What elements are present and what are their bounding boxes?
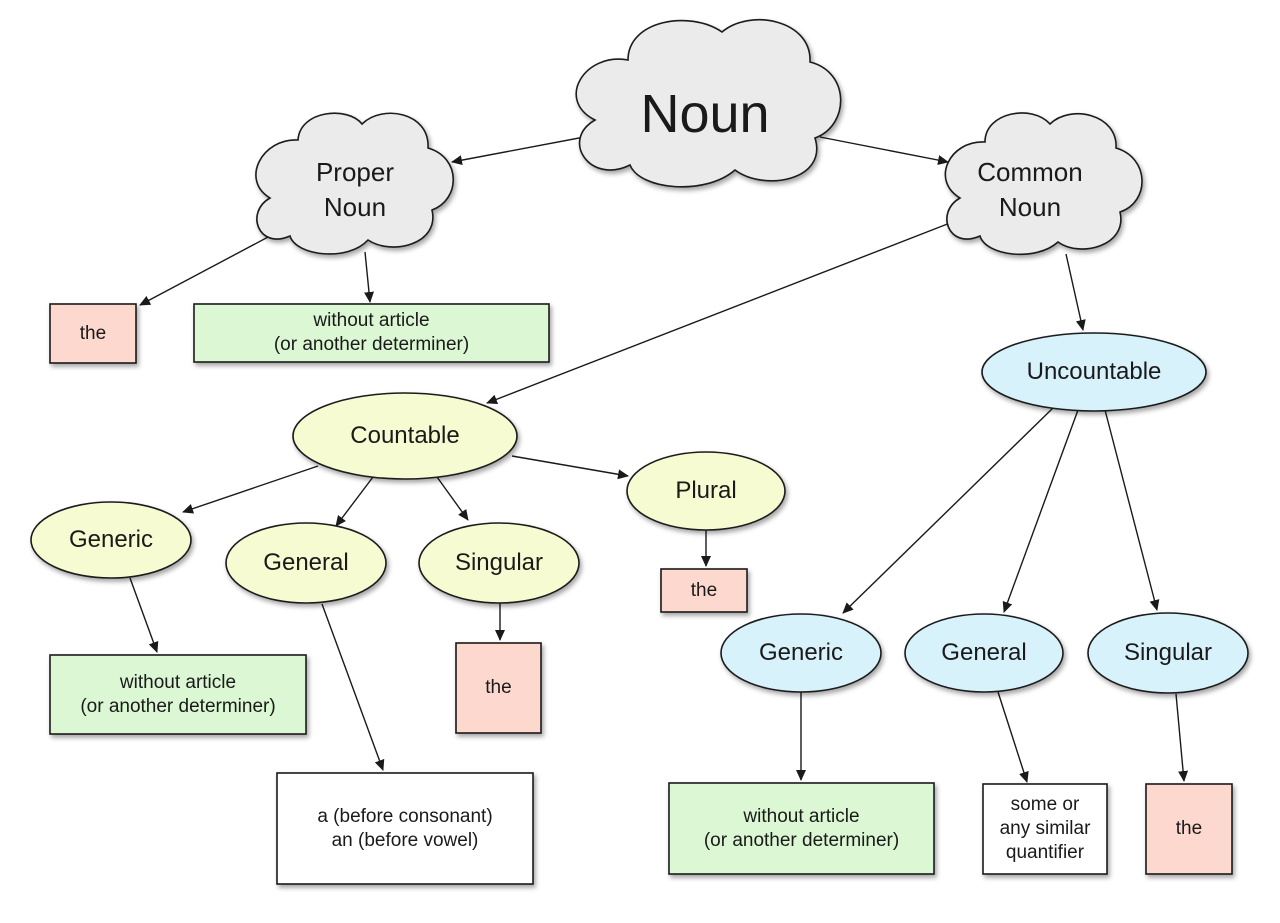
edge-proper-without xyxy=(364,251,374,303)
ellipse-uncountable-singular xyxy=(1087,612,1249,694)
countable-singular-label: Singular xyxy=(454,549,544,576)
box-cgeneral-a-an xyxy=(276,772,534,885)
plural-the-label: the xyxy=(690,579,718,601)
edge-cgeneric-without xyxy=(129,577,159,653)
uncountable-singular-label: Singular xyxy=(1123,639,1213,666)
cloud-proper-noun xyxy=(255,112,454,255)
box-cgeneric-without xyxy=(49,654,307,735)
common-noun-label: Common Noun xyxy=(977,156,1083,222)
uncountable-label: Uncountable xyxy=(1026,358,1162,385)
countable-plural-label: Plural xyxy=(675,477,737,504)
ellipse-countable-generic xyxy=(30,501,192,579)
cgeneral-a-an-label: a (before consonant) an (before vowel) xyxy=(317,805,493,851)
box-usingular-the xyxy=(1145,783,1233,875)
edge-uncountable-general xyxy=(1002,409,1079,613)
edge-common-uncountable xyxy=(1065,253,1086,331)
proper-noun-label: Proper Noun xyxy=(315,156,395,222)
box-ugeneral-some xyxy=(982,783,1108,875)
countable-general-label: General xyxy=(263,549,349,576)
ellipse-uncountable xyxy=(981,332,1207,412)
box-ugeneric-without xyxy=(668,782,935,875)
cgeneric-without-label: without article (or another determiner) xyxy=(80,671,276,717)
ellipse-uncountable-generic xyxy=(720,613,882,693)
cloud-noun xyxy=(575,18,842,188)
box-plural-the xyxy=(660,568,748,613)
uncountable-general-label: General xyxy=(941,639,1027,666)
box-csingular-the xyxy=(455,642,542,734)
countable-generic-label: Generic xyxy=(68,526,154,553)
edge-countable-plural xyxy=(511,455,629,480)
ellipse-countable-plural xyxy=(626,451,786,531)
ellipse-countable xyxy=(292,392,518,480)
edge-uncountable-singular xyxy=(1104,409,1160,611)
edge-cgeneral-a-an xyxy=(321,603,385,771)
ellipse-countable-general xyxy=(225,522,387,604)
edge-noun-proper xyxy=(451,134,596,166)
edge-uncountable-generic xyxy=(842,407,1054,614)
noun-label: Noun xyxy=(640,84,770,145)
csingular-the-label: the xyxy=(485,677,512,699)
uncountable-generic-label: Generic xyxy=(758,639,844,666)
edge-common-countable xyxy=(486,222,951,405)
countable-label: Countable xyxy=(350,422,460,449)
ugeneric-without-label: without article (or another determiner) xyxy=(703,805,900,851)
edges xyxy=(129,134,1189,783)
box-proper-without xyxy=(193,303,550,363)
ugeneral-some-label: some or any similar quantifier xyxy=(999,794,1091,863)
proper-the-label: the xyxy=(79,322,107,344)
ellipse-uncountable-general xyxy=(904,613,1064,693)
proper-without-label: without article (or another determiner) xyxy=(273,310,470,355)
usingular-the-label: the xyxy=(1175,818,1203,840)
ellipse-countable-singular xyxy=(418,522,580,604)
edge-countable-general xyxy=(335,476,374,527)
edge-usingular-the xyxy=(1175,693,1189,782)
edge-noun-common xyxy=(819,136,949,165)
edge-proper-the xyxy=(139,235,271,306)
edge-countable-generic xyxy=(182,465,319,514)
cloud-common-noun xyxy=(944,112,1143,256)
edge-countable-singular xyxy=(436,476,469,521)
edge-ugeneral-some xyxy=(997,691,1029,783)
box-proper-the xyxy=(49,303,137,364)
